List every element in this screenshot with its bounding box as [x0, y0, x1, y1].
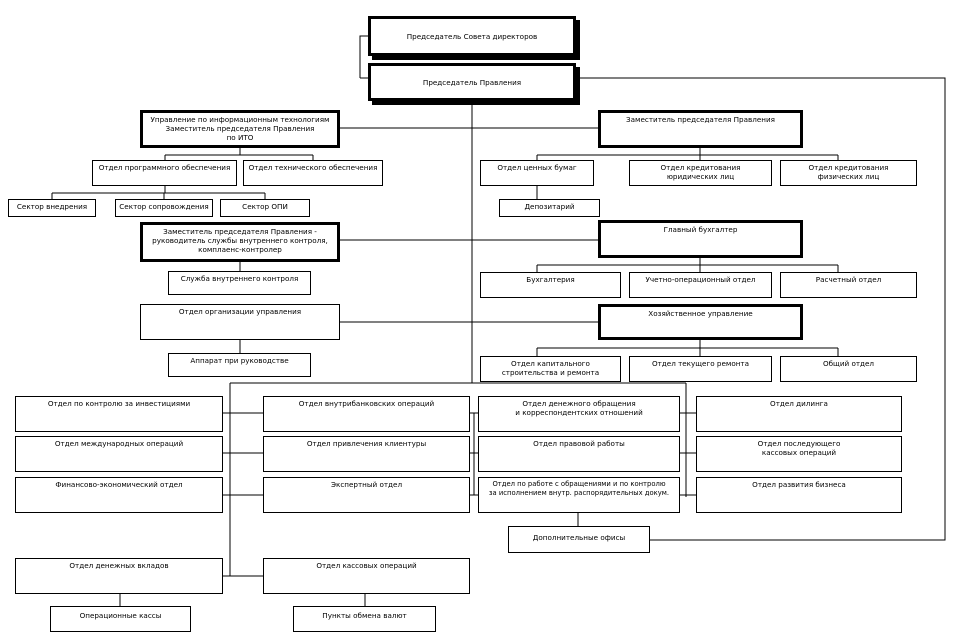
management-apparatus-box: Аппарат при руководстве: [168, 353, 311, 377]
expert-dept-box: Экспертный отдел: [263, 477, 470, 513]
economic-management-box: Хозяйственное управление: [598, 304, 803, 340]
individual-credit-dept-box: Отдел кредитования физических лиц: [780, 160, 917, 186]
investment-control-dept-box: Отдел по контролю за инвестициями: [15, 396, 223, 432]
securities-dept-box: Отдел ценных бумаг: [480, 160, 594, 186]
opi-sector-box: Сектор ОПИ: [220, 199, 310, 217]
dealing-dept-box: Отдел дилинга: [696, 396, 902, 432]
money-circulation-dept-box: Отдел денежного обращения и корреспонден…: [478, 396, 680, 432]
internal-control-deputy-box: Заместитель председателя Правления - рук…: [140, 222, 340, 262]
legal-work-dept-box: Отдел правовой работы: [478, 436, 680, 472]
document-control-dept-box: Отдел по работе с обращениями и по контр…: [478, 477, 680, 513]
capital-construction-dept-box: Отдел капитального строительства и ремон…: [480, 356, 621, 382]
internal-control-service-box: Служба внутреннего контроля: [168, 271, 311, 295]
current-repair-dept-box: Отдел текущего ремонта: [629, 356, 772, 382]
cash-operations-dept-box: Отдел кассовых операций: [263, 558, 470, 594]
management-org-dept-box: Отдел организации управления: [140, 304, 340, 340]
interbank-operations-dept-box: Отдел внутрибанковских операций: [263, 396, 470, 432]
cash-vault-dept-box: Отдел денежных вкладов: [15, 558, 223, 594]
it-department-box: Управление по информационным технологиям…: [140, 110, 340, 148]
connector: [576, 77, 946, 541]
tech-support-dept-box: Отдел технического обеспечения: [243, 160, 383, 186]
accounting-box: Бухгалтерия: [480, 272, 621, 298]
general-dept-box: Общий отдел: [780, 356, 917, 382]
cash-center-dept-box: Отдел последующего кассовых операций: [696, 436, 902, 472]
maintenance-sector-box: Сектор сопровождения: [115, 199, 213, 217]
currency-exchange-points-box: Пункты обмена валют: [293, 606, 436, 632]
connector: [359, 35, 368, 78]
accounting-operations-dept-box: Учетно-операционный отдел: [629, 272, 772, 298]
additional-offices-box: Дополнительные офисы: [508, 526, 650, 553]
depository-box: Депозитарий: [499, 199, 600, 217]
management-chairman-box: Председатель Правления: [368, 63, 576, 101]
deputy-chairman-box: Заместитель председателя Правления: [598, 110, 803, 148]
settlement-dept-box: Расчетный отдел: [780, 272, 917, 298]
business-development-dept-box: Отдел развития бизнеса: [696, 477, 902, 513]
implementation-sector-box: Сектор внедрения: [8, 199, 96, 217]
board-chairman-box: Председатель Совета директоров: [368, 16, 576, 56]
financial-economic-dept-box: Финансово-экономический отдел: [15, 477, 223, 513]
operational-cash-desks-box: Операционные кассы: [50, 606, 191, 632]
international-operations-dept-box: Отдел международных операций: [15, 436, 223, 472]
client-attraction-dept-box: Отдел привлечения клиентуры: [263, 436, 470, 472]
software-dept-box: Отдел программного обеспечения: [92, 160, 237, 186]
legal-entity-credit-dept-box: Отдел кредитования юридических лиц: [629, 160, 772, 186]
chief-accountant-box: Главный бухгалтер: [598, 220, 803, 258]
